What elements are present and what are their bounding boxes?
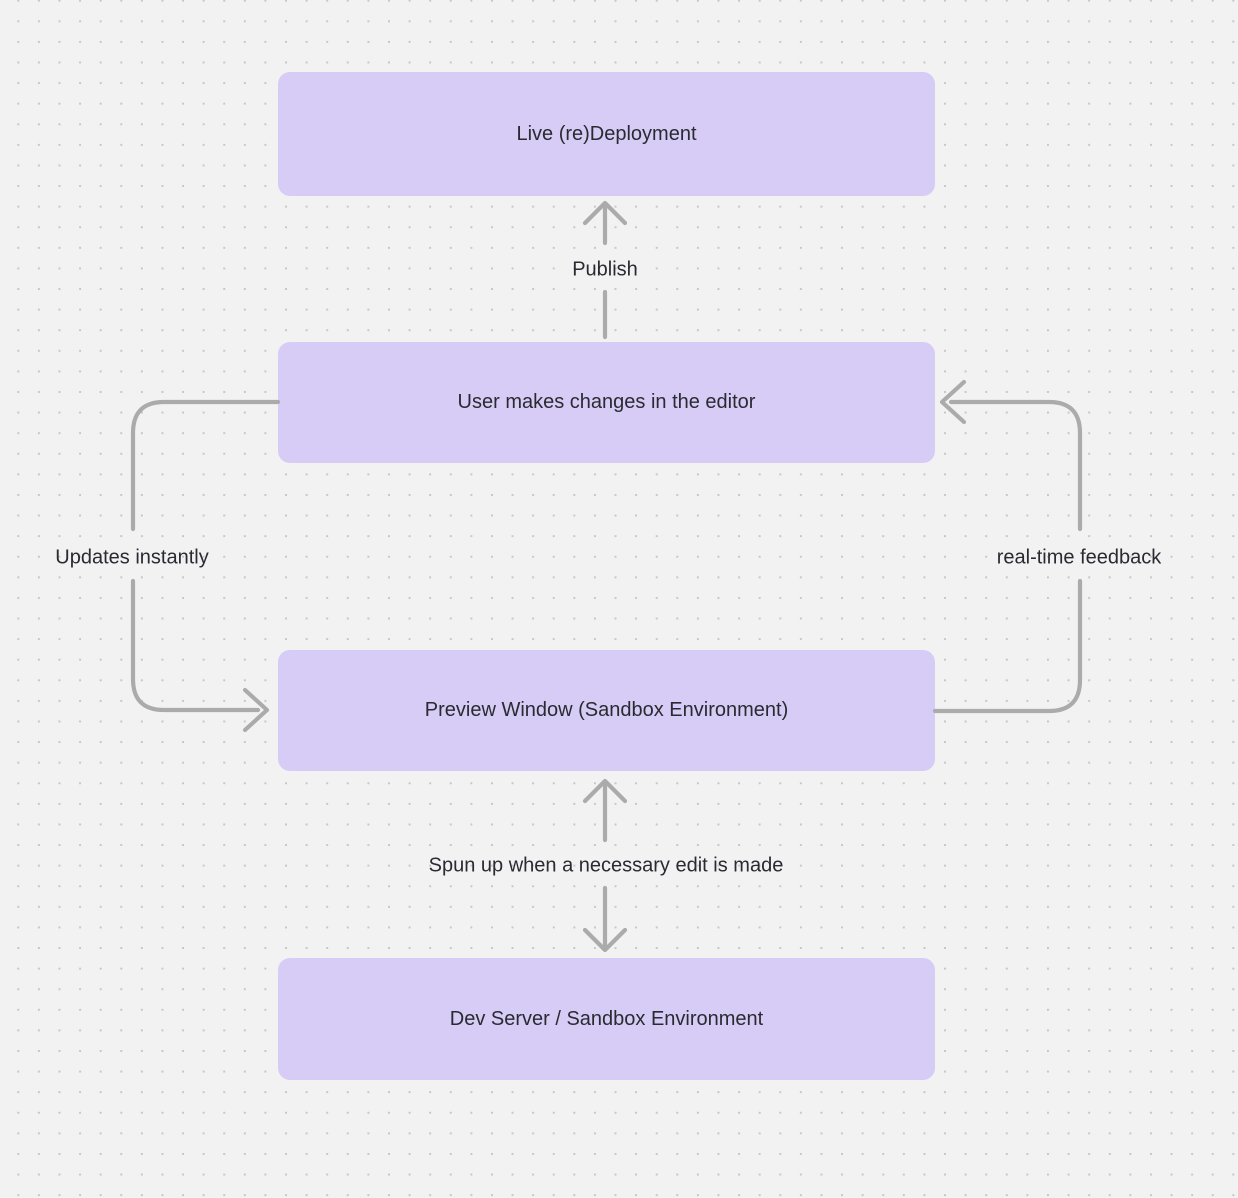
node-dev-server[interactable]: Dev Server / Sandbox Environment bbox=[278, 958, 935, 1080]
node-label: Preview Window (Sandbox Environment) bbox=[424, 699, 789, 721]
edge-label-updates-instantly: Updates instantly bbox=[55, 546, 209, 569]
arrow-right-head-icon bbox=[242, 687, 270, 733]
arrow-left-head-icon bbox=[939, 379, 967, 425]
node-preview-window[interactable]: Preview Window (Sandbox Environment) bbox=[278, 650, 935, 771]
node-live-redeployment[interactable]: Live (re)Deployment bbox=[278, 72, 935, 196]
arrow-left-loop-lower bbox=[130, 578, 261, 713]
arrow-up-head-icon bbox=[582, 200, 628, 226]
edge-label-spun-up: Spun up when a necessary edit is made bbox=[428, 854, 784, 877]
arrow-down-head-icon bbox=[582, 927, 628, 953]
node-label: User makes changes in the editor bbox=[457, 391, 756, 413]
arrow-right-loop-upper bbox=[948, 399, 1083, 532]
node-label: Dev Server / Sandbox Environment bbox=[449, 1007, 764, 1030]
edge-label-realtime-feedback: real-time feedback bbox=[996, 546, 1162, 569]
node-label: Live (re)Deployment bbox=[516, 122, 697, 145]
edge-label-publish: Publish bbox=[572, 258, 638, 281]
node-user-makes-changes[interactable]: User makes changes in the editor bbox=[278, 342, 935, 463]
arrow-right-loop-lower bbox=[932, 578, 1083, 714]
arrow-up-head-icon bbox=[582, 778, 628, 804]
arrow-left-loop-upper bbox=[130, 399, 281, 532]
